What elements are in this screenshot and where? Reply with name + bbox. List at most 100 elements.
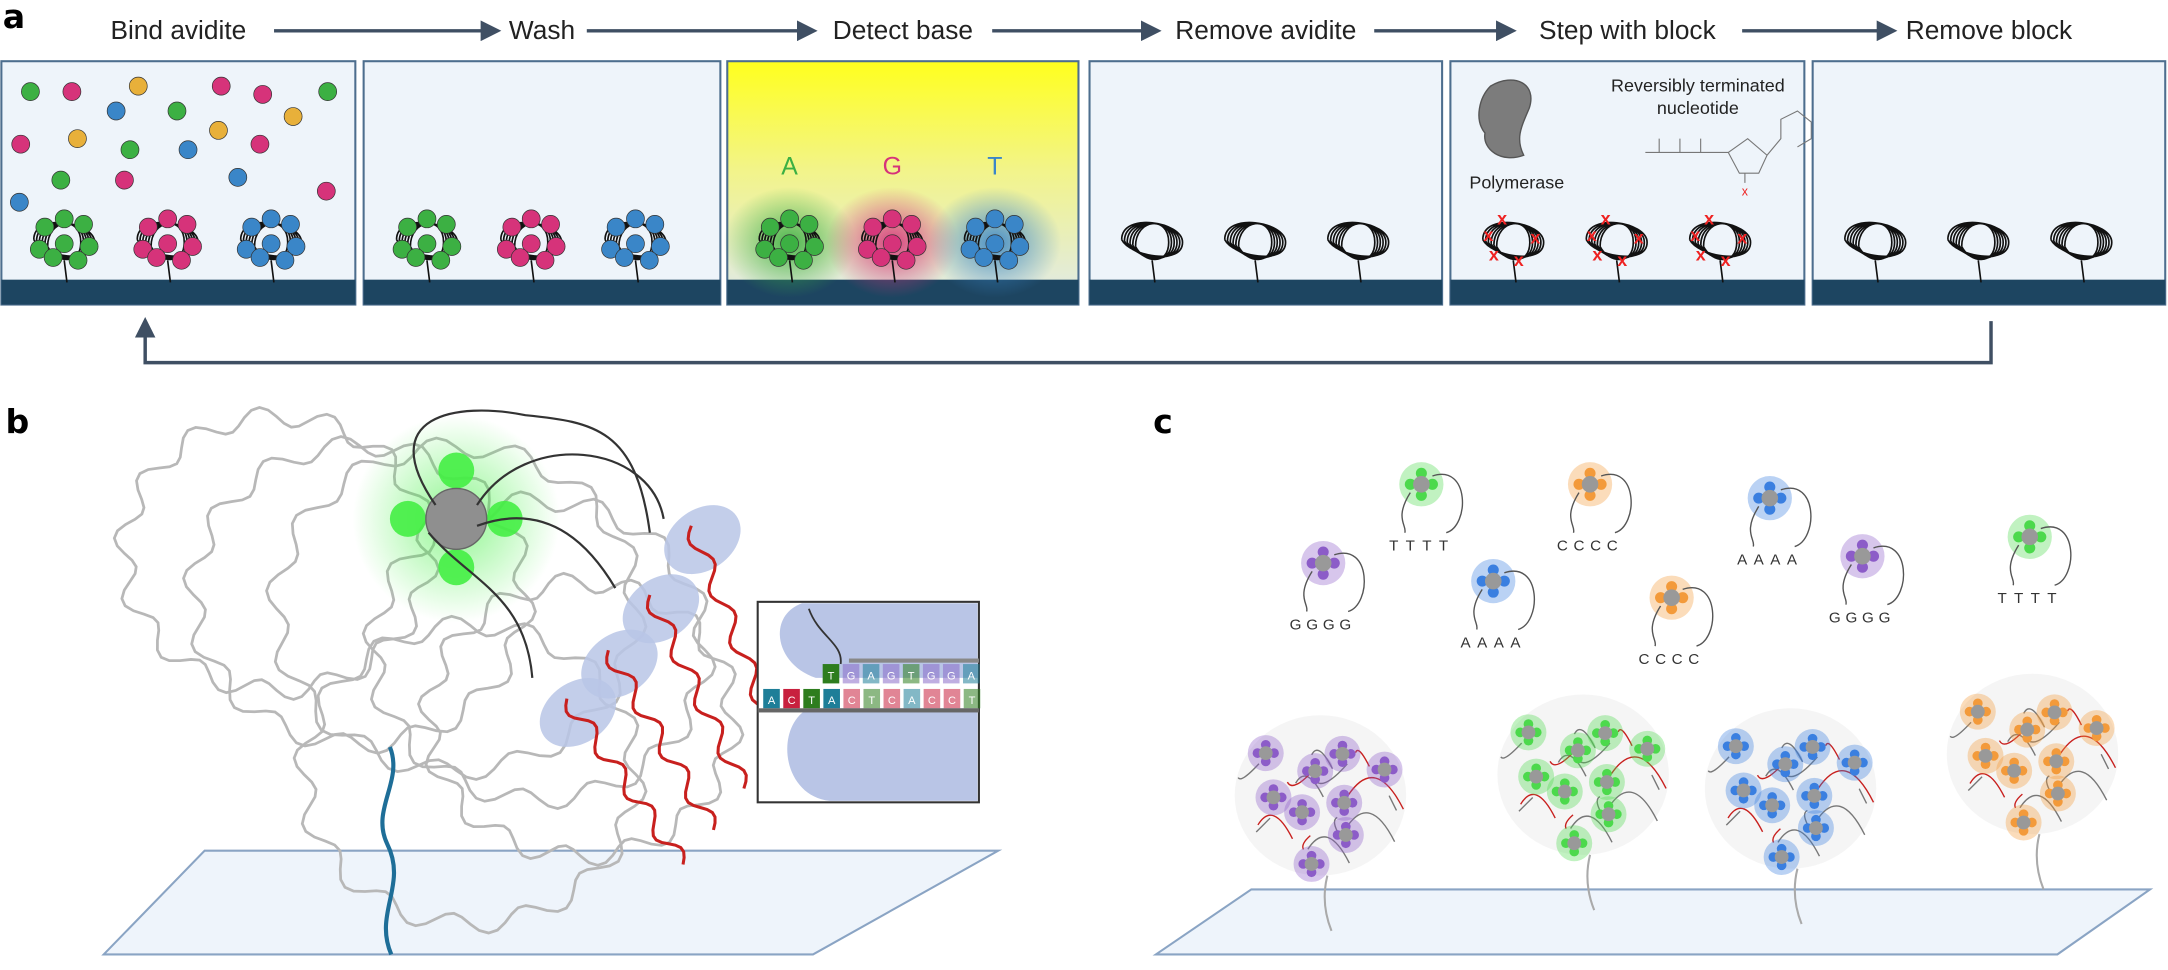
avidite-core <box>1337 795 1352 810</box>
panel-letter-b: b <box>6 402 30 441</box>
dna-coil <box>1326 221 1390 261</box>
polymerase-blob <box>622 574 700 644</box>
avidite-bead <box>236 239 256 259</box>
red-dna-strand <box>605 649 717 831</box>
avidite-bead <box>442 237 462 256</box>
block-mark: x <box>1704 208 1714 228</box>
base-letter: T <box>1389 538 1398 555</box>
step-label: Bind avidite <box>110 15 246 45</box>
tether <box>63 260 68 283</box>
fluorophore <box>2024 520 2036 532</box>
template-base <box>963 688 981 709</box>
cluster-strand <box>2045 775 2050 791</box>
dna-cluster <box>496 209 566 283</box>
cluster-strand <box>2057 770 2108 801</box>
cluster-strand <box>1311 749 1334 769</box>
cluster-strand <box>2023 708 2046 728</box>
avidite-bead <box>275 250 295 270</box>
template-base <box>883 688 901 709</box>
free-avidite <box>62 82 82 101</box>
dna-cluster <box>1326 221 1390 283</box>
avidite-bead <box>960 239 980 259</box>
avidite-bead <box>406 248 426 267</box>
tether <box>1151 260 1156 283</box>
tether <box>1357 260 1362 283</box>
step-panel <box>1088 60 1444 306</box>
avidite-bead <box>281 215 300 234</box>
base-letter: T <box>1422 538 1431 555</box>
incoming-base <box>922 664 940 684</box>
avidite-bead <box>74 215 93 234</box>
fluorophore <box>1306 557 1318 569</box>
template-base <box>823 688 840 709</box>
incoming-base <box>963 664 980 684</box>
free-avidite <box>115 170 134 190</box>
detected-base-label: T <box>987 153 1002 181</box>
base-letter: T <box>1997 590 2006 607</box>
avidite-bead <box>502 217 522 237</box>
cluster-strand <box>1237 763 1260 780</box>
step-panel-bg <box>1088 60 1444 306</box>
avidite-bead <box>626 234 645 254</box>
dna-cluster <box>1223 221 1287 283</box>
avidite-core <box>1567 836 1582 851</box>
cluster-strand <box>1967 776 1983 792</box>
fluorophore <box>1856 561 1868 573</box>
substrate-bar <box>1089 279 1443 305</box>
detected-base-label: A <box>781 153 798 181</box>
cluster-strand <box>1707 756 1730 773</box>
detected-base-label: G <box>883 153 902 181</box>
avidite-bead <box>651 237 670 256</box>
avidite-bead <box>147 248 166 267</box>
avidite-core <box>2021 528 2039 546</box>
block-mark: x <box>1497 208 1507 228</box>
gray-dna-loop <box>292 614 648 935</box>
avidite-core <box>1640 741 1655 756</box>
template-base <box>763 688 780 709</box>
gray-dna-loop <box>112 406 441 701</box>
template-backbone <box>757 708 979 713</box>
cluster-strand <box>2100 754 2110 770</box>
tether <box>994 260 999 283</box>
avidite-bead <box>639 250 659 270</box>
fluorophore <box>1476 575 1488 587</box>
fluorophore <box>1328 557 1340 569</box>
fluorophore <box>1856 539 1868 551</box>
dna-cluster <box>392 209 462 283</box>
block-mark: x <box>1737 228 1747 248</box>
avidite-bead <box>1004 215 1024 234</box>
fluorophore <box>1426 478 1438 490</box>
block-mark: x <box>1601 208 1611 228</box>
avidite-core <box>2050 786 2065 801</box>
avidite-bead <box>496 239 516 259</box>
cluster-strand <box>1564 814 1574 830</box>
cluster-strand <box>1557 754 1587 777</box>
cluster-strand <box>1302 835 1311 850</box>
substrate-bar <box>1450 279 1805 305</box>
avidite-bead <box>858 239 877 259</box>
avidite-bead <box>760 217 780 237</box>
nucleotide-structure-icon: x <box>1645 110 1812 198</box>
base-letter: T <box>1406 538 1415 555</box>
flow-cell-surface-c <box>1152 888 2154 956</box>
dna-coil <box>1120 221 1184 261</box>
free-avidite <box>51 170 71 190</box>
tether <box>1977 260 1982 283</box>
dna-coil <box>1585 221 1648 261</box>
flow-cell-surface <box>101 849 1003 956</box>
primer-backbone <box>848 658 979 663</box>
dna-cluster <box>825 187 959 298</box>
linker <box>476 453 665 520</box>
avidite-core <box>2020 722 2035 737</box>
dna-coil <box>1947 221 2010 261</box>
avidite-core <box>1978 748 1993 763</box>
fluorophore <box>1867 550 1880 562</box>
linker <box>1842 545 1905 606</box>
base-letter: G <box>1306 616 1318 633</box>
incoming-base-label: G <box>927 670 936 682</box>
